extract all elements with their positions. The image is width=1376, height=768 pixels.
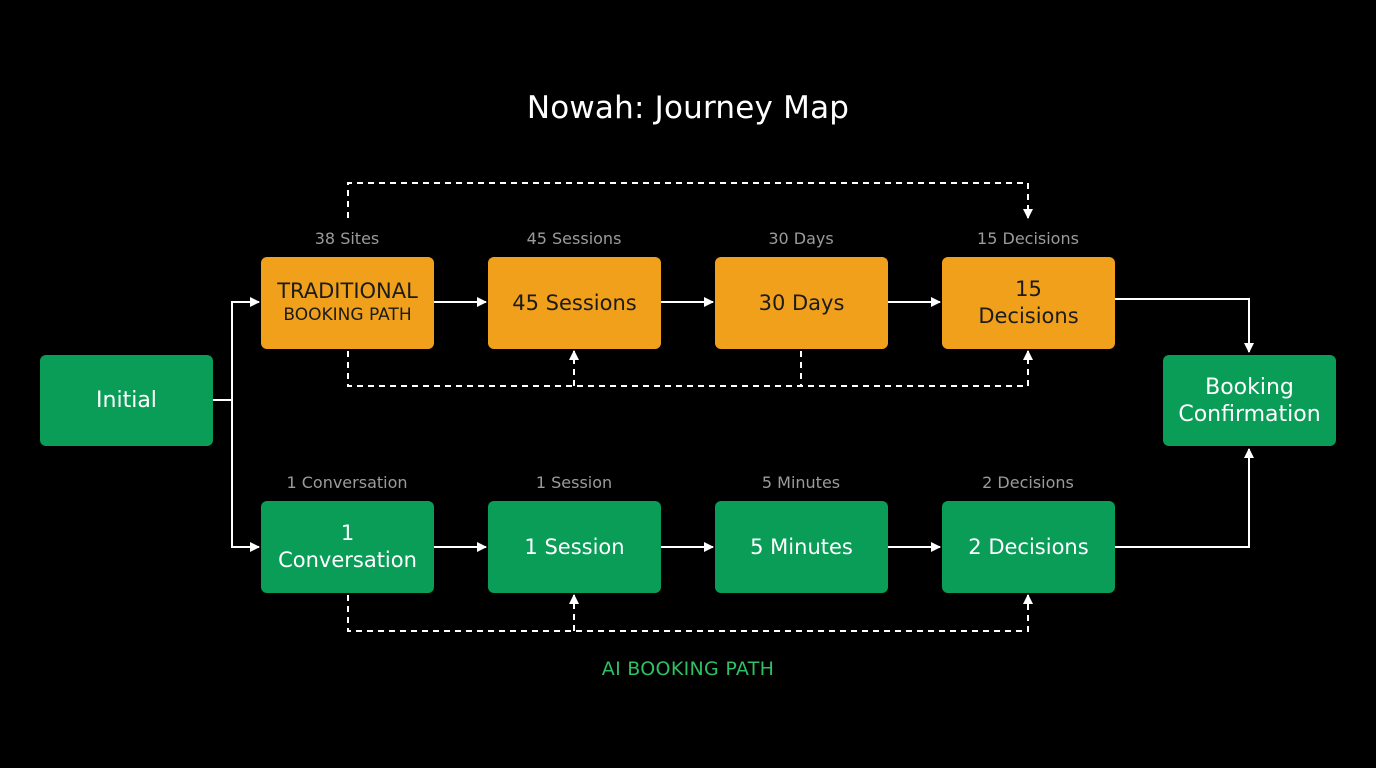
ai-session-node-label: 1 Session [524,535,625,559]
ai-minutes-node-label: 5 Minutes [750,535,853,559]
ai-minutes-node: 5 Minutes [715,501,888,593]
ai-session-node: 1 Session [488,501,661,593]
dashed-loop-top [347,182,1033,219]
ai-booking-path-label: AI BOOKING PATH [601,658,775,680]
ai-decisions-node: 2 Decisions [942,501,1115,593]
trad-days-node: 30 Days [715,257,888,349]
arrow-ai-to-confirmation [1115,448,1254,548]
trad-days-node-label: 30 Days [758,291,845,315]
arrow-initial-to-ai [213,399,260,552]
booking-confirmation-line1: Booking [1205,374,1294,400]
booking-confirmation-line2: Confirmation [1178,401,1321,427]
trad-decisions-node-line1: 15 [1015,277,1042,301]
ai-label-decisions: 2 Decisions [982,473,1074,492]
dashed-loop-traditional-bottom [347,350,1033,387]
traditional-booking-path-node: TRADITIONAL BOOKING PATH [261,257,434,349]
ai-conversation-node: 1 Conversation [261,501,434,593]
trad-decisions-node-line2: Decisions [978,304,1079,328]
initial-node: Initial [40,355,213,446]
trad-sessions-node-label: 45 Sessions [512,291,637,315]
ai-decisions-node-label: 2 Decisions [968,535,1089,559]
arrow-trad-to-confirmation [1115,298,1254,353]
ai-conversation-node-line1: 1 [340,521,355,545]
trad-label-decisions: 15 Decisions [977,229,1079,248]
ai-label-minutes: 5 Minutes [761,473,841,492]
trad-label-days: 30 Days [768,229,834,248]
traditional-node-line1: TRADITIONAL [277,279,418,303]
ai-label-session: 1 Session [535,473,613,492]
initial-node-label: Initial [96,388,157,413]
trad-sessions-node: 45 Sessions [488,257,661,349]
booking-confirmation-node: Booking Confirmation [1163,355,1336,446]
dashed-loop-ai-bottom [347,594,1033,632]
trad-decisions-node: 15 Decisions [942,257,1115,349]
ai-conversation-node-line2: Conversation [278,548,417,572]
trad-label-sites: 38 Sites [314,229,380,248]
arrow-initial-to-traditional [213,297,260,401]
trad-label-sessions: 45 Sessions [526,229,622,248]
ai-label-conversation: 1 Conversation [286,473,408,492]
traditional-node-line2: BOOKING PATH [283,305,412,325]
diagram-title: Nowah: Journey Map [526,90,850,126]
